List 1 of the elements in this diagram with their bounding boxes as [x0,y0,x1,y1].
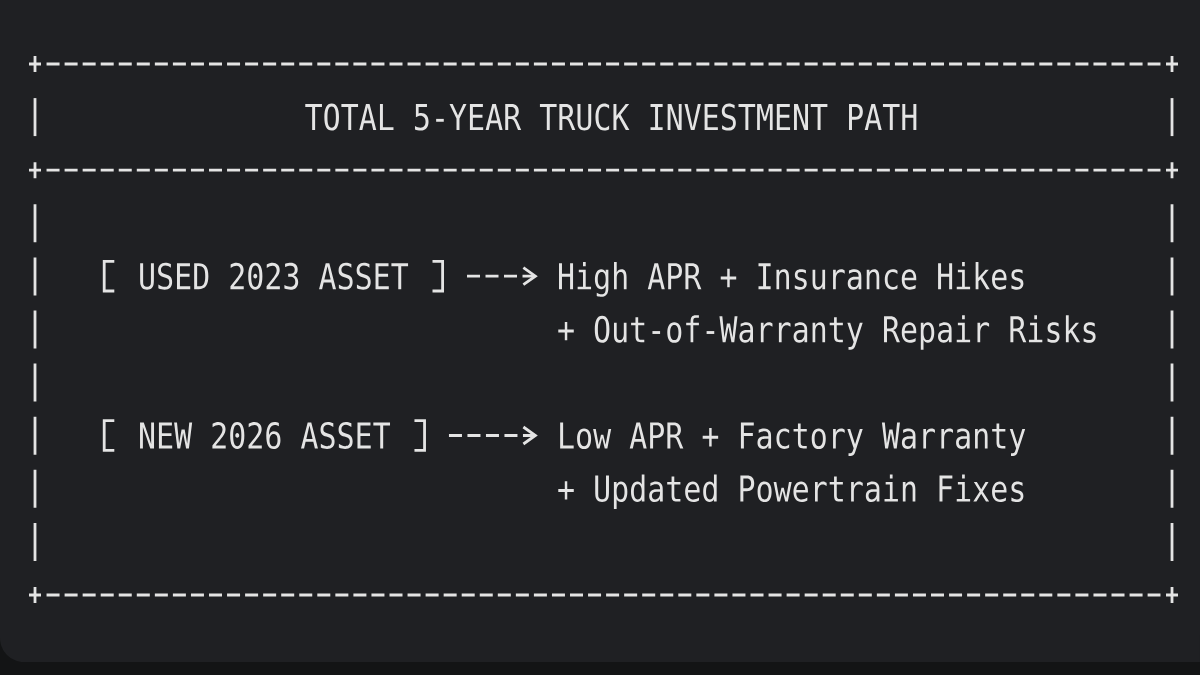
heading: TOTAL 5-YEAR TRUCK INVESTMENT PATH [305,103,917,131]
